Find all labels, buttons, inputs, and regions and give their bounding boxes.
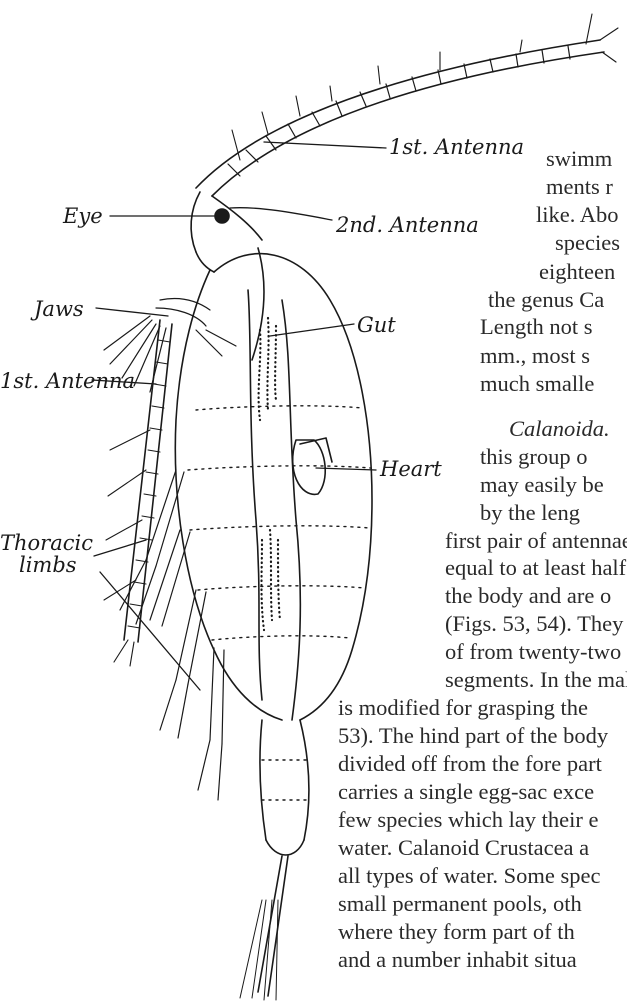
text-line: first pair of antennae — [445, 530, 627, 553]
head-drawing — [191, 192, 262, 272]
label-first-antenna-left: 1st. Antenna — [0, 370, 135, 393]
text-line: the body and are o — [445, 585, 611, 608]
text-line: is modified for grasping the — [338, 697, 588, 720]
text-line: like. Abo — [536, 204, 619, 227]
label-first-antenna-top: 1st. Antenna — [389, 136, 524, 159]
text-line: few species which lay their e — [338, 809, 599, 832]
text-line: ments r — [546, 176, 613, 199]
text-line: species — [555, 232, 620, 255]
text-line: this group o — [480, 446, 588, 469]
text-line: eighteen — [539, 261, 615, 284]
text-line: of from twenty-two to — [445, 641, 627, 664]
text-line: equal to at least half th — [445, 557, 627, 580]
label-limbs: limbs — [19, 554, 77, 577]
text-line: segments. In the males — [445, 669, 627, 692]
abdomen-drawing — [240, 720, 310, 1000]
text-line: swimm — [546, 148, 612, 171]
body-outline-drawing — [175, 248, 372, 720]
text-line: mm., most s — [480, 345, 590, 368]
text-line: Length not s — [480, 316, 593, 339]
text-line: all types of water. Some spec — [338, 865, 600, 888]
text-line: by the leng — [480, 502, 580, 525]
text-line: divided off from the fore part — [338, 753, 602, 776]
text-line: much smalle — [480, 373, 594, 396]
text-line: may easily be — [480, 474, 604, 497]
text-line: carries a single egg-sac exce — [338, 781, 594, 804]
text-line: 53). The hind part of the body — [338, 725, 608, 748]
eye-dot — [215, 209, 229, 223]
text-line: water. Calanoid Crustacea a — [338, 837, 589, 860]
label-gut: Gut — [357, 314, 396, 337]
text-line: Calanoida. — [509, 418, 610, 441]
label-eye: Eye — [63, 205, 103, 228]
text-line: small permanent pools, oth — [338, 893, 582, 916]
text-line: where they form part of th — [338, 921, 575, 944]
text-line: the genus Ca — [488, 289, 604, 312]
label-heart: Heart — [380, 458, 442, 481]
thoracic-limbs-drawing — [120, 470, 224, 800]
text-line: (Figs. 53, 54). They a — [445, 613, 627, 636]
label-jaws: Jaws — [34, 298, 84, 321]
label-thoracic: Thoracic — [0, 532, 93, 555]
text-line: and a number inhabit situa — [338, 949, 577, 972]
label-second-antenna: 2nd. Antenna — [336, 214, 479, 237]
